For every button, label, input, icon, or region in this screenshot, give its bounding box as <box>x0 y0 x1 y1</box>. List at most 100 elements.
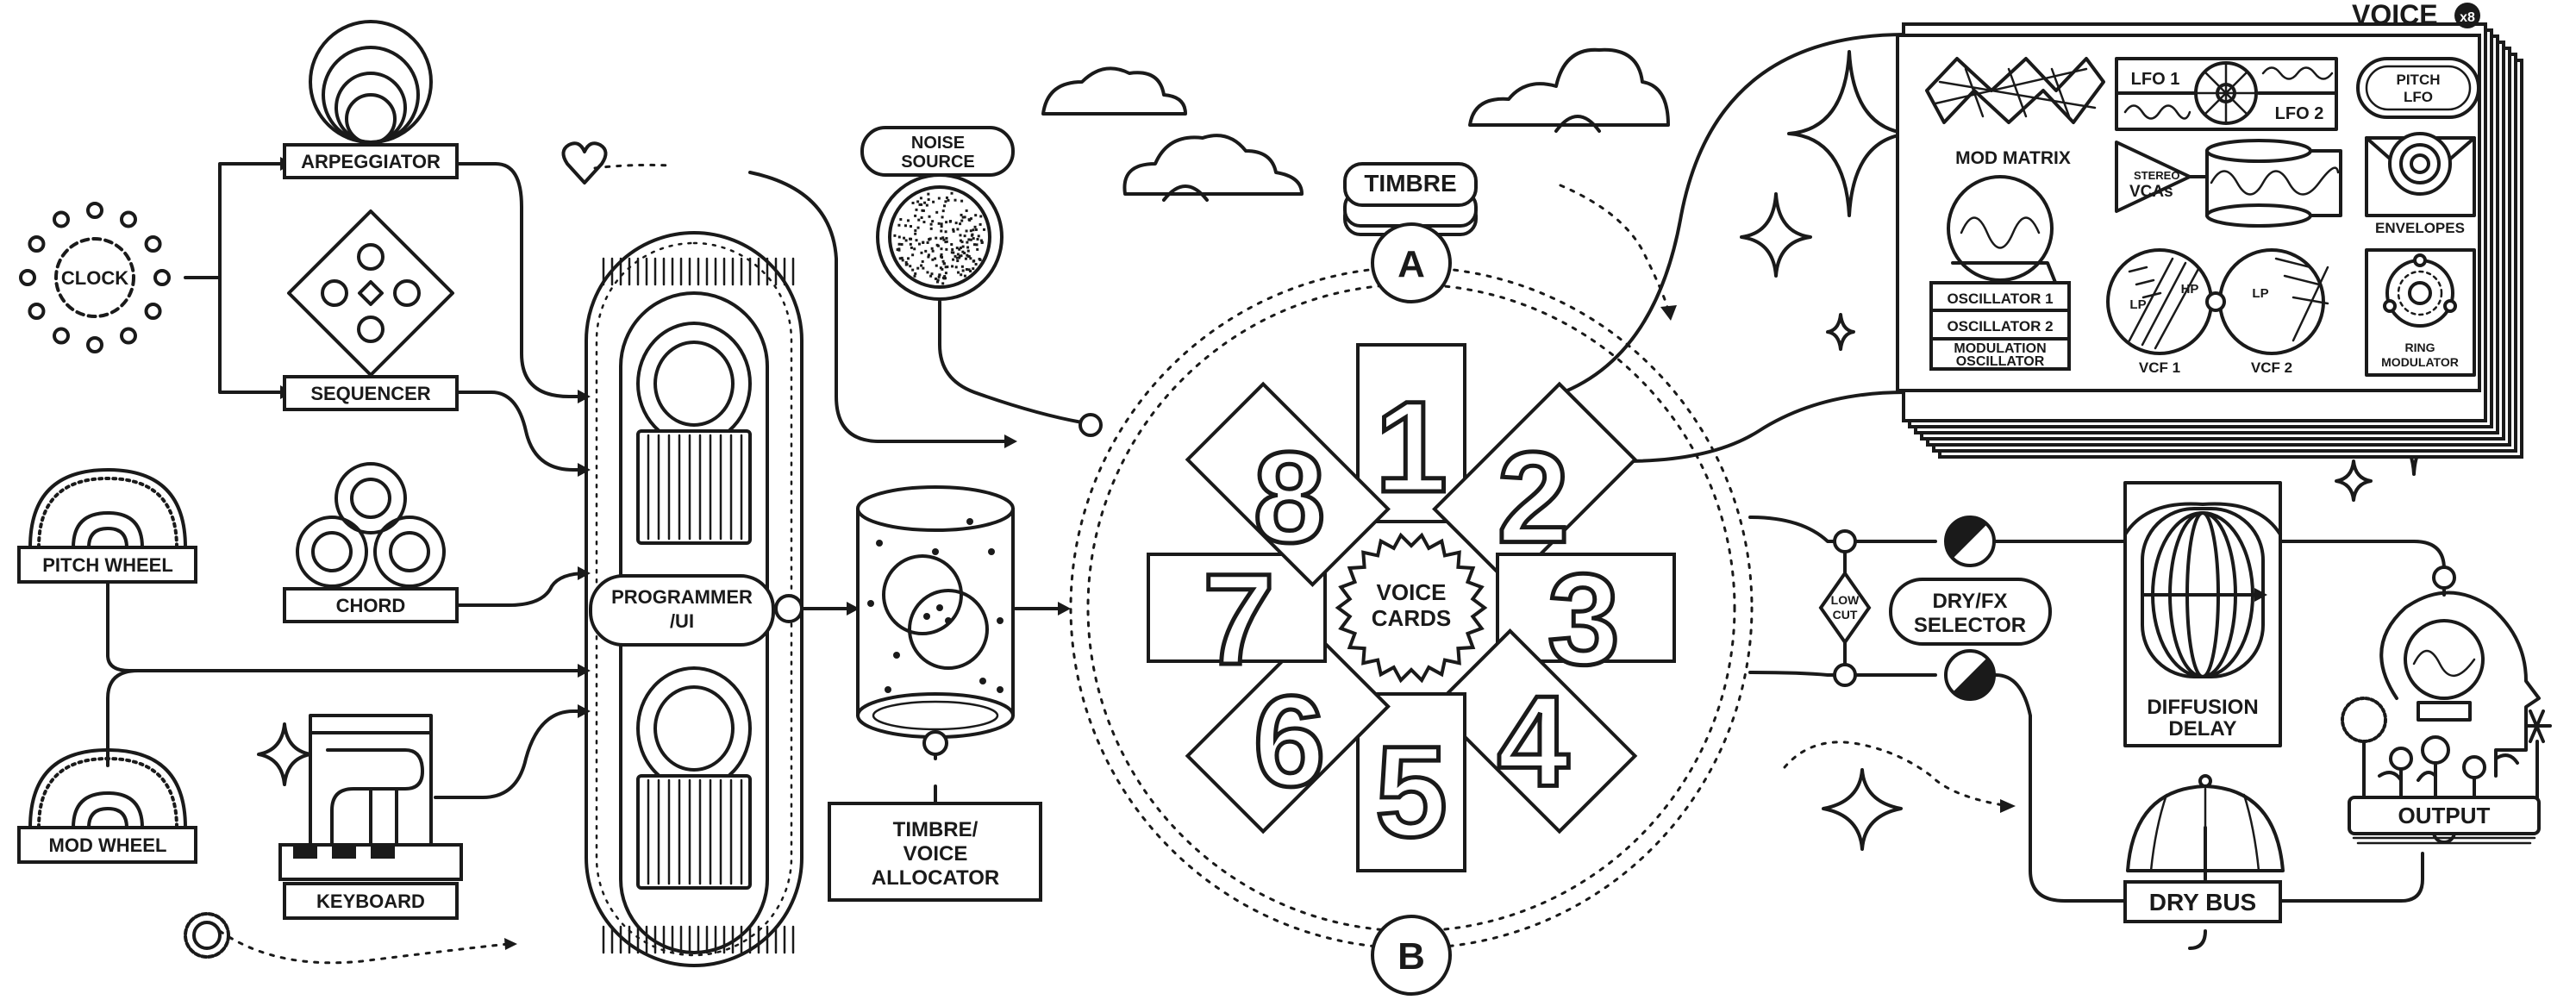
chord-label: CHORD <box>336 595 406 616</box>
voice-card-frame <box>1432 628 1638 834</box>
dryfx-label-line2: SELECTOR <box>1914 614 2026 637</box>
noise-speck <box>972 259 975 263</box>
noise-speck <box>958 256 961 259</box>
noise-speck <box>897 223 901 227</box>
noise-speck <box>904 260 908 264</box>
noise-speck <box>961 245 965 248</box>
dry-bus-label: DRY BUS <box>2149 889 2256 916</box>
noise-speck <box>911 201 915 204</box>
noise-speck <box>913 274 916 278</box>
noise-speck <box>963 274 966 278</box>
noise-speck <box>911 268 915 272</box>
noise-speck <box>965 229 968 233</box>
voice-card: 8 <box>1185 381 1391 587</box>
noise-speck <box>960 254 963 258</box>
programmer-label-line2: /UI <box>670 610 694 632</box>
noise-speck <box>964 257 967 260</box>
allocator-dot <box>923 613 930 620</box>
noise-speck <box>899 217 903 221</box>
allocator-dot <box>997 617 1004 624</box>
noise-speck <box>920 264 923 267</box>
noise-speck <box>935 264 938 267</box>
signal-lines <box>106 33 2446 950</box>
noise-speck <box>960 273 963 277</box>
noise-speck <box>975 243 979 247</box>
noise-speck <box>941 236 945 240</box>
allocator-dot <box>876 540 883 547</box>
noise-speck <box>960 219 964 222</box>
noise-speck <box>941 209 945 213</box>
sequencer-node: SEQUENCER <box>283 209 459 411</box>
noise-speck <box>934 257 937 260</box>
clock-node: CLOCK <box>19 202 171 353</box>
noise-speck <box>965 209 968 212</box>
low-cut-label-line1: LOW <box>1831 593 1860 607</box>
noise-speck <box>897 242 901 246</box>
noise-speck <box>921 209 924 212</box>
noise-speck <box>959 234 962 237</box>
dryfx-selector-node: DRY/FX SELECTOR <box>1889 516 2052 701</box>
noise-speck <box>918 203 922 206</box>
noise-speck <box>974 214 978 217</box>
noise-speck <box>920 203 923 206</box>
noise-speck <box>979 258 982 261</box>
pitch-wheel-node: PITCH WHEEL <box>17 468 197 584</box>
noise-speck <box>972 243 976 247</box>
noise-speck <box>946 266 949 269</box>
noise-speck <box>966 249 970 253</box>
noise-speck <box>941 276 945 279</box>
clock-dot <box>120 327 137 345</box>
mod-matrix-module: MOD MATRIX <box>1925 57 2105 168</box>
noise-speck <box>953 198 957 202</box>
noise-speck <box>922 266 925 270</box>
noise-speck <box>953 254 957 258</box>
noise-label-line1: NOISE <box>911 134 965 153</box>
pitch-lfo-module: PITCH LFO <box>2356 57 2480 119</box>
noise-speck <box>945 236 948 240</box>
vcf1-hp-label: HP <box>2181 282 2199 297</box>
noise-source-node: NOISE SOURCE <box>860 126 1015 301</box>
noise-speck <box>969 217 972 221</box>
noise-speck <box>957 271 960 274</box>
allocator-dot <box>867 600 874 607</box>
clock-dot <box>19 269 36 286</box>
pitch-wheel-label: PITCH WHEEL <box>42 554 173 576</box>
noise-speck <box>954 266 958 269</box>
osc1-label: OSCILLATOR 1 <box>1947 291 2053 307</box>
allocator-dot <box>997 686 1004 693</box>
noise-speck <box>904 239 908 242</box>
noise-speck <box>940 254 943 258</box>
noise-speck <box>950 243 953 247</box>
noise-speck <box>950 251 953 254</box>
noise-speck <box>961 269 965 272</box>
noise-speck <box>950 191 953 195</box>
noise-speck <box>903 224 907 228</box>
noise-speck <box>934 277 937 280</box>
voice-card-frame <box>1185 381 1391 587</box>
noise-speck <box>937 197 941 200</box>
noise-speck <box>928 215 931 218</box>
noise-speck <box>935 210 939 214</box>
voice-card-frame <box>1185 628 1391 834</box>
noise-speck <box>968 218 972 222</box>
noise-speck <box>955 256 959 259</box>
noise-speck <box>945 221 948 224</box>
output-node: OUTPUT <box>2341 566 2552 845</box>
noise-speck <box>952 228 955 231</box>
mod-osc-label-line2: OSCILLATOR <box>1956 354 2045 369</box>
stereo-vcas-module: STEREO VCAs <box>2115 139 2342 228</box>
noise-speck <box>959 246 962 249</box>
noise-speck <box>944 200 947 203</box>
voice-card-frame <box>1356 343 1466 523</box>
cloud-icons <box>1041 47 1670 202</box>
noise-speck <box>927 253 930 257</box>
noise-speck <box>973 225 977 228</box>
voice-cards-label-line1: VOICE <box>1377 579 1447 605</box>
clock-dot <box>120 210 137 228</box>
noise-speck <box>901 259 904 262</box>
voice-cards-label-line2: CARDS <box>1372 605 1451 631</box>
clock-label: CLOCK <box>61 267 128 289</box>
noise-speck <box>944 266 947 269</box>
